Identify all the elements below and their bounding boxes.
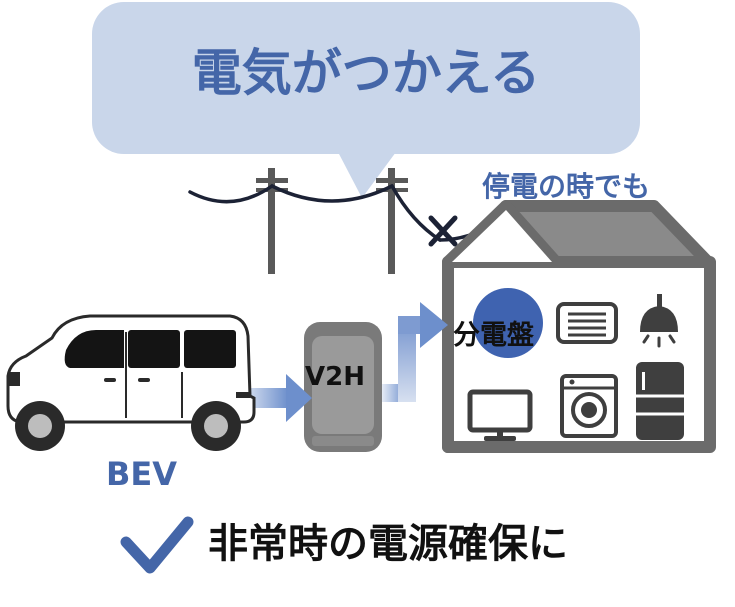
car-icon (6, 314, 256, 451)
cross-mark-icon (428, 215, 458, 247)
caption: 非常時の電源確保に (208, 521, 568, 567)
speech-bubble (92, 2, 640, 198)
power-flow-arrow-v2h-to-house (382, 302, 448, 402)
tv-icon (467, 389, 533, 441)
utility-pole-icon (256, 168, 288, 274)
ceiling-lamp-icon (640, 294, 678, 348)
refrigerator-icon (636, 362, 684, 440)
v2h-label: V2H (305, 362, 365, 392)
car-label: BEV (106, 455, 178, 493)
air-conditioner-icon (556, 302, 618, 344)
power-lines (188, 184, 500, 242)
outage-label: 停電の時でも (482, 170, 651, 203)
utility-pole-icon (376, 168, 408, 274)
distribution-board-label: 分電盤 (453, 320, 534, 351)
check-mark-icon (120, 516, 194, 574)
v2h-charger-icon (304, 322, 382, 452)
washing-machine-icon (560, 374, 618, 438)
headline: 電気がつかえる (191, 44, 541, 102)
distribution-board-icon (473, 288, 543, 358)
